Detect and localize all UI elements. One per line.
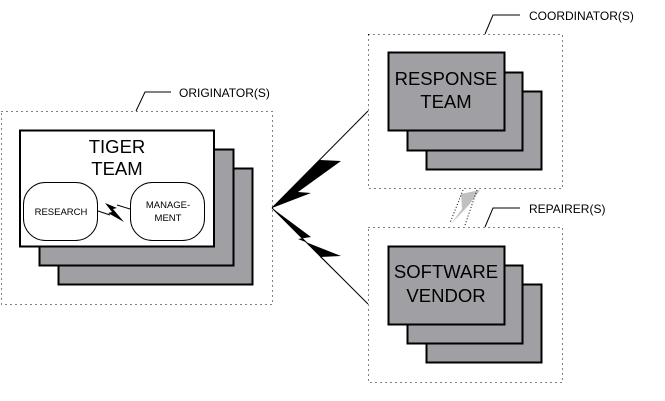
research-management-lightning-icon: [97, 203, 131, 222]
response-team-title-line2: TEAM: [420, 91, 471, 112]
coordinator-repairer-lightning-icon: [449, 189, 480, 226]
management-unit: [130, 182, 205, 241]
software-vendor-card: [387, 245, 506, 326]
upper-lightning-edge: [271, 110, 369, 209]
coordinator-dotted-boundary: [368, 34, 563, 189]
repairer-dotted-boundary: [368, 227, 563, 383]
tiger-team-title-line2: TEAM: [91, 158, 142, 179]
management-label-line2: MENT: [155, 213, 182, 224]
tiger-team-title-line1: TIGER: [89, 136, 146, 157]
repairer-label: REPAIRER(S): [529, 202, 605, 216]
originator-label: ORIGINATOR(S): [179, 86, 270, 100]
research-unit: [23, 182, 98, 241]
management-label-line1: MANAGE-: [146, 200, 190, 211]
originator-group: ORIGINATOR(S) TIGER TEAM RESEARCH MANAGE…: [1, 86, 273, 305]
originator-dotted-boundary: [1, 111, 273, 305]
coordinator-group: COORDINATOR(S) RESPONSE TEAM: [368, 9, 634, 189]
response-team-title-line1: RESPONSE: [395, 68, 498, 89]
lower-lightning-edge: [271, 207, 369, 305]
software-vendor-title-line1: SOFTWARE: [394, 261, 498, 282]
research-label: RESEARCH: [35, 207, 88, 218]
repairer-group: REPAIRER(S) SOFTWARE VENDOR: [368, 202, 605, 383]
coordinator-label: COORDINATOR(S): [529, 9, 634, 23]
software-vendor-title-line2: VENDOR: [406, 285, 485, 306]
response-team-card: [387, 51, 506, 132]
coordinator-leader-line: [484, 14, 520, 35]
originator-leader-line: [135, 91, 171, 112]
repairer-leader-line: [484, 207, 520, 228]
